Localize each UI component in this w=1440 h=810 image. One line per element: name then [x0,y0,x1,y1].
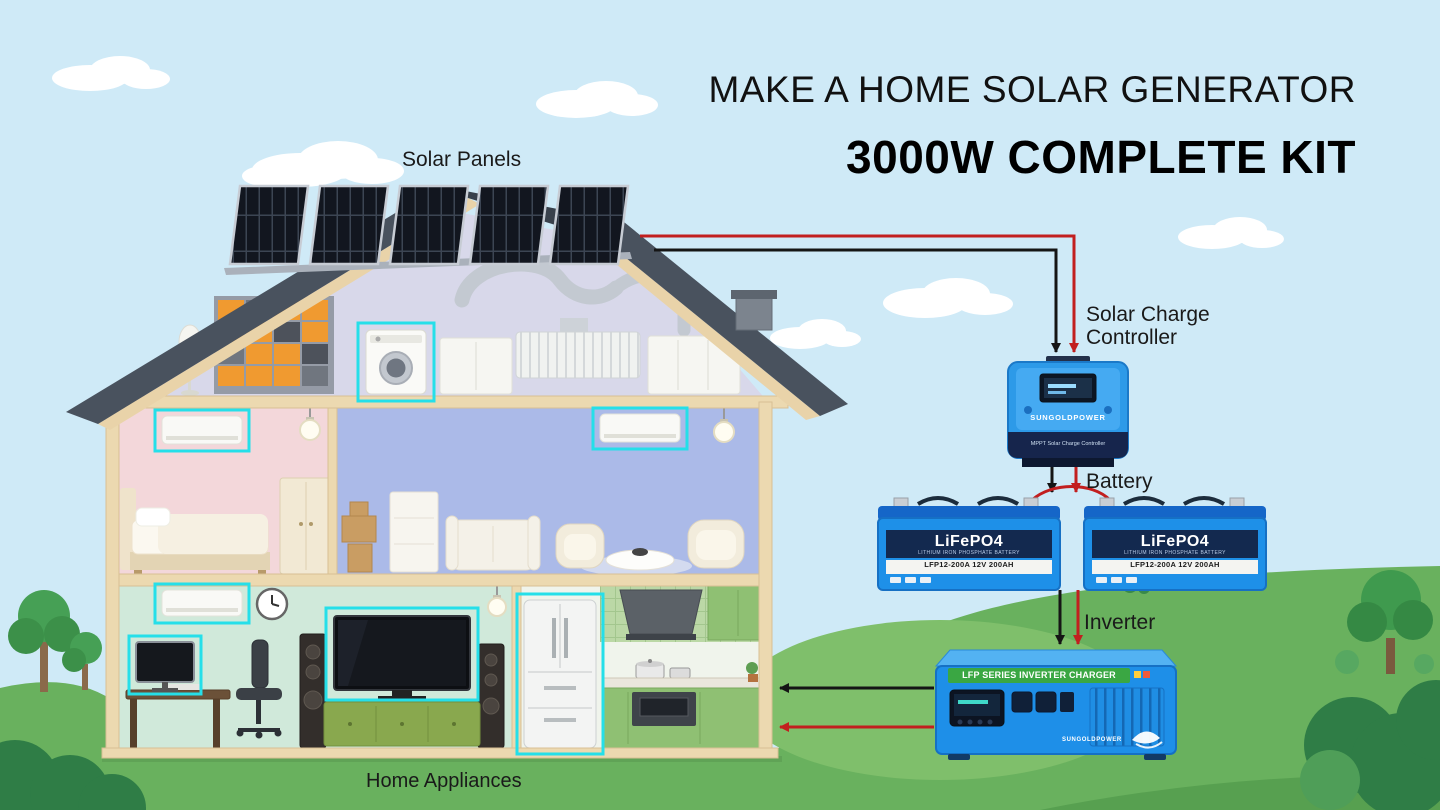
tv-console [323,701,481,747]
tv [333,615,471,701]
highlight-fridge [515,592,605,756]
battery-2-model: LFP12-200A 12V 200AH [1130,560,1220,569]
battery-2-brand: LiFePO4 [1140,533,1210,550]
upper-cabinet [707,585,769,641]
highlight-ac-upper-living [591,406,689,451]
wardrobe [279,477,333,575]
title-line-1: MAKE A HOME SOLAR GENERATOR [708,68,1356,110]
inverter-outlet [1011,691,1033,713]
shelf-cabinet [389,491,439,573]
label-solar-panels: Solar Panels [402,148,522,171]
speaker [477,643,505,749]
clouds [52,56,1284,349]
range-hood [619,589,703,640]
sofa [445,515,541,571]
inverter-outlet [1035,691,1057,713]
ac-unit-bedroom [161,415,243,445]
bed [120,488,270,574]
ac-unit-lower-living [161,589,243,617]
page-title: MAKE A HOME SOLAR GENERATOR 3000W COMPLE… [709,52,1356,200]
cloud [770,319,861,349]
appliance-highlights [127,321,689,756]
solar-panel [228,184,310,266]
bush-left [0,740,146,810]
wire-battery-jumper [1030,485,1112,502]
office-chair [236,639,282,739]
inverter-vents [1089,687,1165,747]
hvac-unit [515,331,641,379]
pendant-bulb [487,586,507,617]
highlight-ac-lower-living [153,582,251,625]
highlight-tv [324,606,480,702]
wire-pv-red [640,234,1079,353]
armchair [555,523,605,569]
solar-panel [468,184,550,266]
hvac-ducts [439,256,741,395]
cloud [1178,217,1284,249]
solar-panel [388,184,470,266]
inverter-banner-strip [948,668,1130,683]
charge-controller-device [1007,356,1129,467]
wiring [640,234,1112,732]
cloud [52,56,170,91]
controller-model: MPPT Solar Charge Controller [1030,441,1106,447]
speaker [299,633,327,749]
inverter-device [934,649,1178,760]
wall-clock [255,587,289,621]
solar-panel [308,184,390,266]
label-battery: Battery [1086,470,1153,493]
tree-left [8,590,102,692]
highlight-washing-machine [356,321,436,403]
beams [95,395,789,759]
counter-plant [746,662,758,682]
cloud [242,141,404,187]
kitchen-counter [601,677,769,749]
armchair [687,519,745,569]
house [66,184,848,762]
battery-1-brand: LiFePO4 [934,533,1004,550]
bush-right [1300,680,1440,810]
coffee-table [605,548,675,571]
inverter-brand: SUNGOLDPOWER [1062,737,1122,743]
solar-panel-array [224,184,632,275]
inverter-wave-logo [1132,731,1160,744]
wire-pv-black [654,248,1061,353]
highlight-ac-bedroom [153,408,251,453]
battery-1-model: LFP12-200A 12V 200AH [924,560,1014,569]
computer-monitor [135,641,195,692]
label-inverter: Inverter [1084,611,1156,634]
pendant-bulb [713,408,735,443]
cardboard-figure [341,501,377,573]
inverter-banner: LFP SERIES INVERTER CHARGER [962,670,1116,680]
label-solar-charge-controller: Solar Charge Controller [1086,303,1210,350]
battery-1-subtitle: LITHIUM IRON PHOSPHATE BATTERY [918,550,1020,556]
solar-panel [548,184,630,266]
cloud [536,81,658,118]
pendant-bulb [299,408,321,441]
title-line-2: 3000W COMPLETE KIT [846,130,1356,183]
chimney [731,290,777,331]
tree-right [1335,570,1434,674]
ac-unit-upper-living [599,413,681,443]
cooking-pots [635,659,691,679]
fridge [523,599,597,749]
highlight-monitor [127,634,203,696]
battery-2-subtitle: LITHIUM IRON PHOSPHATE BATTERY [1124,550,1226,556]
washing-machine [365,329,427,395]
controller-brand: SUNGOLDPOWER [1030,413,1106,422]
cloud [883,278,1013,318]
label-home-appliances: Home Appliances [366,770,522,792]
